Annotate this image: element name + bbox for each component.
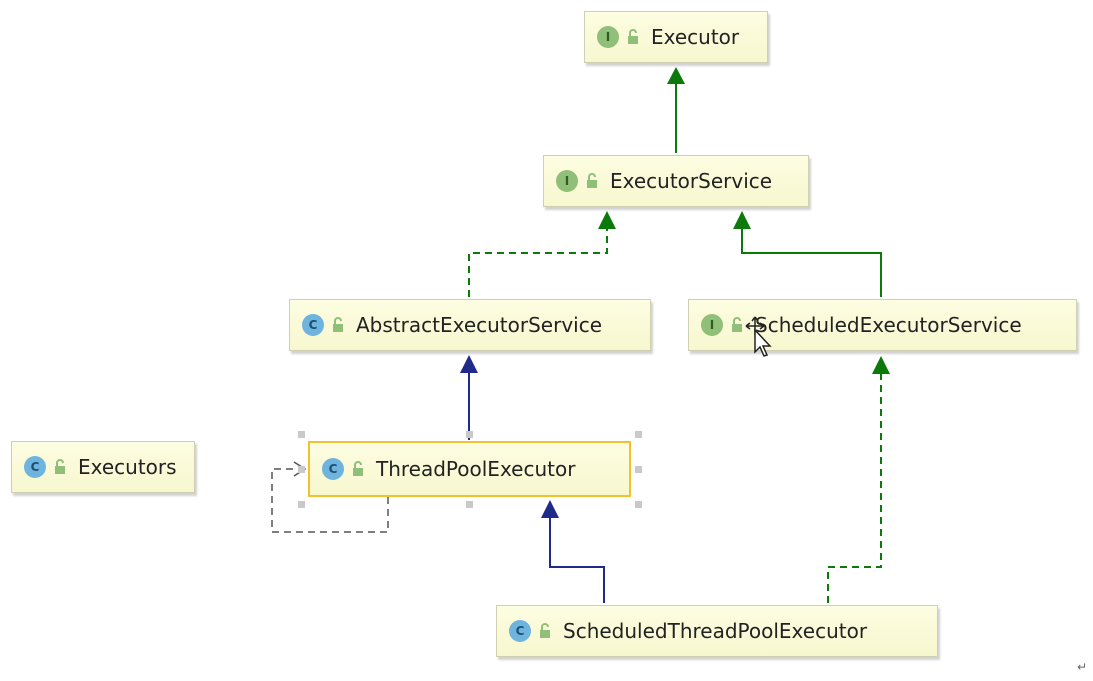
edge-scheduledexecutorservice-executorservice <box>733 211 882 297</box>
edge-scheduledthreadpoolexecutor-scheduledexecutorservice <box>827 356 890 603</box>
interface-icon: I <box>701 314 723 336</box>
lock-open-icon <box>628 29 638 44</box>
class-icon: C <box>322 458 344 480</box>
selection-handle[interactable] <box>466 431 473 438</box>
class-icon: C <box>24 456 46 478</box>
edge-abstractexecutorservice-executorservice <box>468 211 616 297</box>
node-label: Executors <box>78 455 177 479</box>
selection-handle[interactable] <box>635 466 642 473</box>
selection-handle[interactable] <box>298 501 305 508</box>
lock-open-icon <box>55 459 65 474</box>
edge-threadpoolexecutor-self-dependency <box>271 461 389 533</box>
selection-handle[interactable] <box>635 501 642 508</box>
return-arrow-icon: ↵ <box>1076 660 1087 674</box>
lock-open-icon <box>587 173 597 188</box>
mouse-cursor-icon <box>745 316 772 357</box>
node-label: ScheduledThreadPoolExecutor <box>563 619 868 643</box>
class-icon: C <box>302 314 324 336</box>
edge-threadpoolexecutor-abstractexecutorservice <box>460 355 478 440</box>
edge-scheduledthreadpoolexecutor-threadpoolexecutor <box>541 500 605 603</box>
node-executor[interactable]: I Executor <box>584 11 768 63</box>
lock-open-icon <box>732 317 742 332</box>
node-abstractexecutorservice[interactable]: C AbstractExecutorService <box>289 299 651 351</box>
lock-open-icon <box>540 623 550 638</box>
node-label: ScheduledExecutorService <box>755 313 1022 337</box>
lock-open-icon <box>353 461 363 476</box>
node-threadpoolexecutor[interactable]: C ThreadPoolExecutor <box>308 441 631 497</box>
node-executorservice[interactable]: I ExecutorService <box>543 155 809 207</box>
node-label: ThreadPoolExecutor <box>376 457 576 481</box>
selection-handle[interactable] <box>298 466 305 473</box>
selection-handle[interactable] <box>298 431 305 438</box>
node-executors[interactable]: C Executors <box>11 441 195 493</box>
node-label: Executor <box>651 25 740 49</box>
class-icon: C <box>509 620 531 642</box>
node-label: ExecutorService <box>610 169 773 193</box>
selection-handle[interactable] <box>635 431 642 438</box>
node-label: AbstractExecutorService <box>356 313 603 337</box>
node-scheduledthreadpoolexecutor[interactable]: C ScheduledThreadPoolExecutor <box>496 605 938 657</box>
lock-open-icon <box>333 317 343 332</box>
node-scheduledexecutorservice[interactable]: I ScheduledExecutorService <box>688 299 1077 351</box>
interface-icon: I <box>556 170 578 192</box>
selection-handle[interactable] <box>466 501 473 508</box>
edge-executorservice-executor <box>667 67 685 153</box>
interface-icon: I <box>597 26 619 48</box>
